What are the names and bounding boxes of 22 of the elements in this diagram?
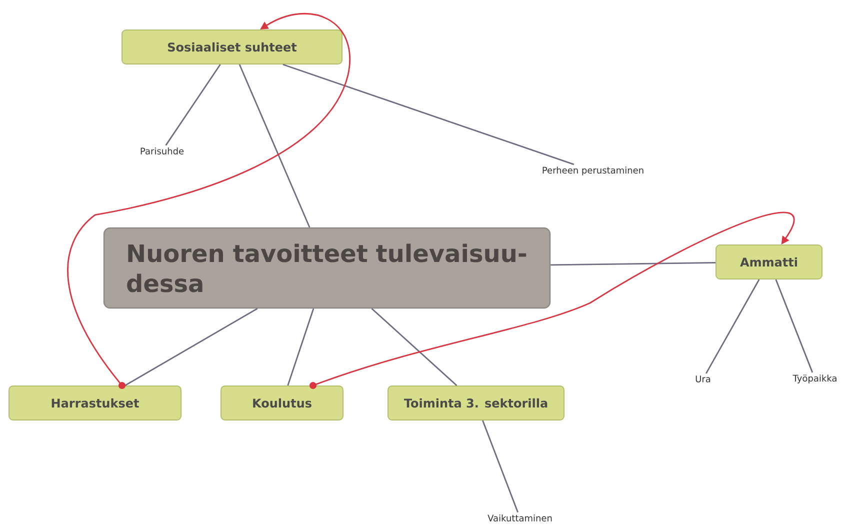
connector [124,308,258,386]
topic-box: Koulutus [220,386,344,420]
subtopic-label: Työpaikka [790,372,840,386]
connector [482,420,518,513]
connector [287,308,314,386]
connector [165,64,221,146]
connector [706,279,760,374]
connector [550,262,716,266]
connector [775,279,814,373]
topic-box: Ammatti [716,244,822,280]
connector [371,308,458,386]
central-topic-box: Nuoren tavoitteet tulevaisuu- dessa [103,227,551,309]
topic-box: Sosiaaliset suhteet [122,30,342,64]
connector [282,64,574,166]
subtopic-label: Perheen perustaminen [540,164,646,178]
connector [238,64,310,228]
connector [67,13,350,386]
subtopic-label: Parisuhde [138,146,186,156]
subtopic-label: Ura [693,374,713,384]
topic-box: Toiminta 3. sektorilla [388,386,564,420]
topic-box: Harrastukset [8,386,182,420]
subtopic-label: Vaikuttaminen [486,512,554,524]
